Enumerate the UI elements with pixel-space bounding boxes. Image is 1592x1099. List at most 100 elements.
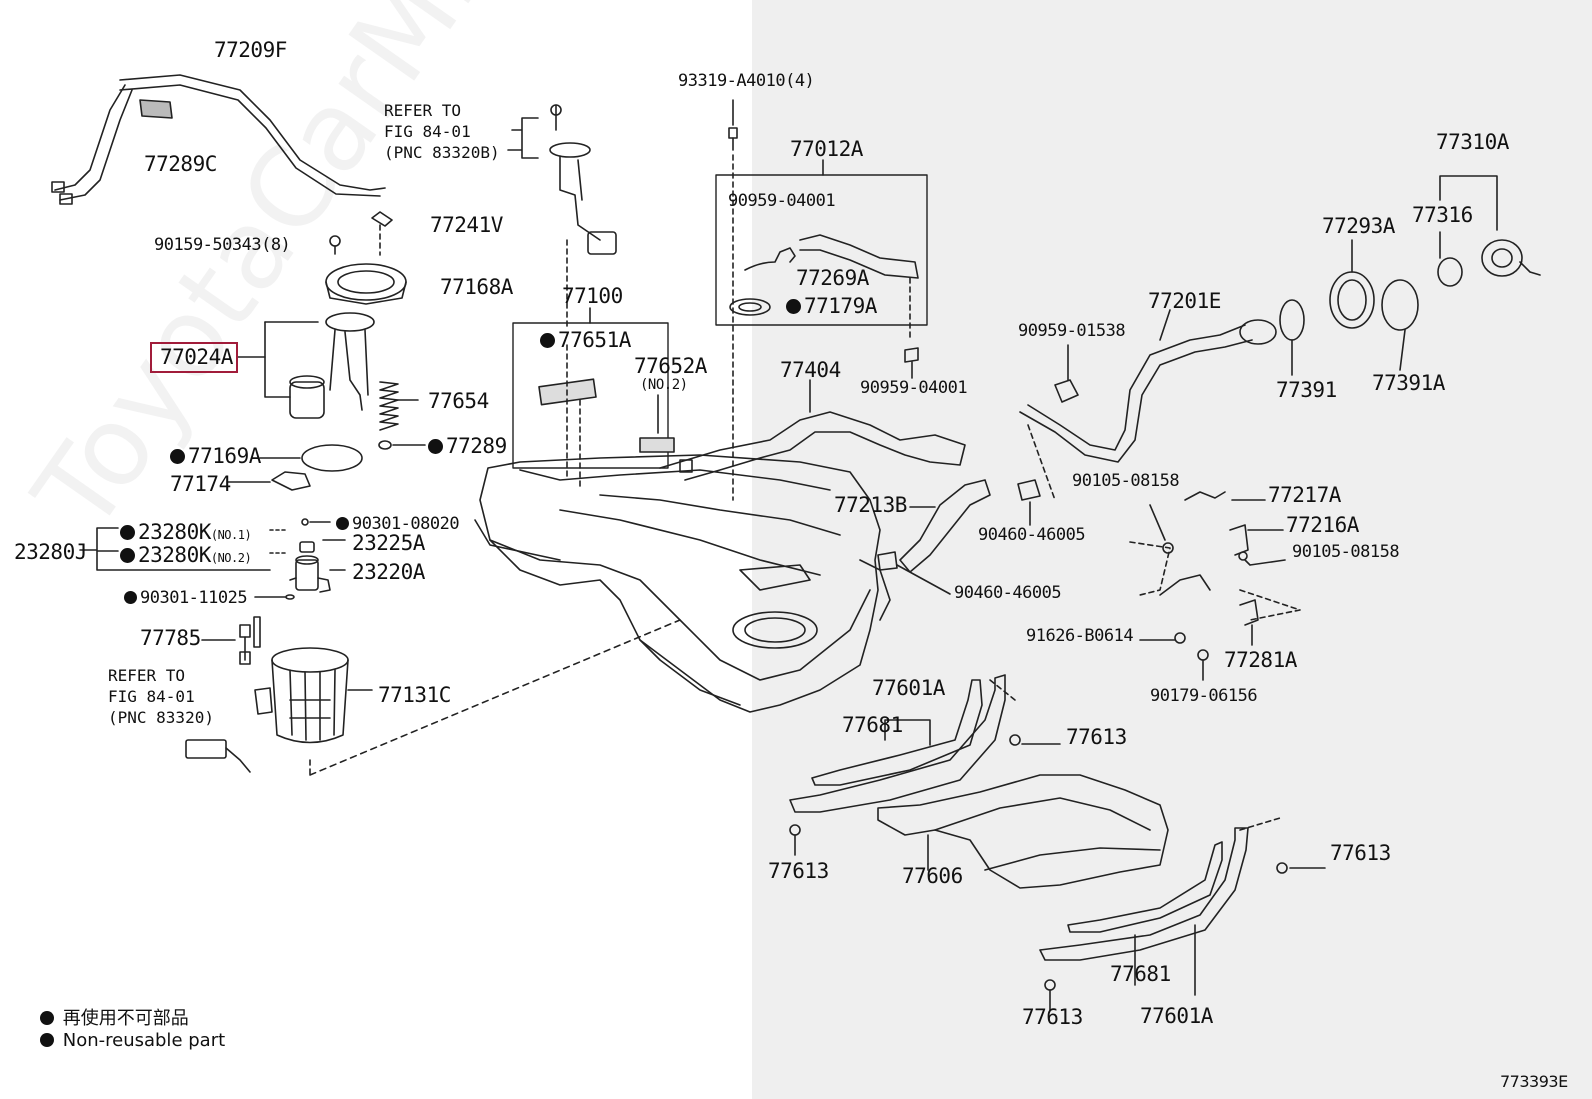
label-90959-04001-b: 90959-04001 bbox=[860, 378, 968, 398]
non-reusable-dot bbox=[540, 333, 555, 348]
hose-77213B bbox=[899, 479, 991, 573]
label-77613-b: 77613 bbox=[768, 859, 829, 883]
label-90959-04001-a: 90959-04001 bbox=[728, 191, 836, 211]
non-reusable-dot bbox=[120, 525, 135, 540]
fuel-tank-drawing bbox=[474, 454, 891, 713]
non-reusable-dot bbox=[336, 517, 349, 530]
part-77785 bbox=[239, 616, 261, 665]
non-reusable-dot bbox=[428, 439, 443, 454]
label-77681-top: 77681 bbox=[842, 713, 903, 737]
label-23280K-no1: 23280K(NO.1) bbox=[120, 522, 252, 543]
screw-90159 bbox=[329, 235, 341, 255]
pump-gauge-77024A bbox=[289, 312, 375, 419]
label-77613-a: 77613 bbox=[1066, 725, 1127, 749]
label-77293A: 77293A bbox=[1322, 214, 1395, 238]
non-reusable-dot bbox=[170, 449, 185, 464]
label-91626-B0614: 91626-B0614 bbox=[1026, 626, 1134, 646]
label-77168A: 77168A bbox=[440, 275, 513, 299]
label-90179-06156: 90179-06156 bbox=[1150, 686, 1258, 706]
label-77169A: 77169A bbox=[170, 446, 261, 467]
ring-77391A bbox=[1381, 279, 1419, 331]
bracket-77241V bbox=[371, 211, 393, 227]
bracket-77281A bbox=[1239, 599, 1259, 626]
gasket-77316 bbox=[1437, 257, 1463, 287]
label-90105-08158-a: 90105-08158 bbox=[1072, 471, 1180, 491]
pump-23220A bbox=[289, 541, 331, 593]
label-77217A: 77217A bbox=[1268, 483, 1341, 507]
refer-note-83320: REFER TO FIG 84-01 (PNC 83320) bbox=[108, 666, 214, 727]
figure-code: 773393E bbox=[1500, 1072, 1568, 1091]
legend-jp: 再使用不可部品 bbox=[40, 1004, 189, 1030]
label-90460-46005-b: 90460-46005 bbox=[954, 583, 1062, 603]
label-77654: 77654 bbox=[428, 389, 489, 413]
label-77131C: 77131C bbox=[378, 683, 451, 707]
label-77601A-top: 77601A bbox=[872, 676, 945, 700]
label-23280K-no2: 23280K(NO.2) bbox=[120, 545, 252, 566]
bracket-lower bbox=[1159, 574, 1211, 596]
label-77310A: 77310A bbox=[1436, 130, 1509, 154]
label-77179A: 77179A bbox=[786, 296, 877, 317]
label-77606: 77606 bbox=[902, 864, 963, 888]
label-23280J: 23280J bbox=[14, 540, 87, 564]
clamp-90959 bbox=[744, 247, 796, 271]
label-77601A-bottom: 77601A bbox=[1140, 1004, 1213, 1028]
label-90959-01538: 90959-01538 bbox=[1018, 321, 1126, 341]
legend-dot bbox=[40, 1011, 54, 1025]
label-77404: 77404 bbox=[780, 358, 841, 382]
label-77213B: 77213B bbox=[834, 493, 907, 517]
non-reusable-dot bbox=[124, 591, 137, 604]
label-77100: 77100 bbox=[562, 284, 623, 308]
clip-90460 bbox=[1017, 479, 1041, 501]
label-90159-50343: 90159-50343(8) bbox=[154, 235, 291, 255]
label-90301-08020: 90301-08020 bbox=[336, 516, 460, 533]
label-77391A: 77391A bbox=[1372, 371, 1445, 395]
label-77681-bottom: 77681 bbox=[1110, 962, 1171, 986]
legend-dot bbox=[40, 1033, 54, 1047]
label-77785: 77785 bbox=[140, 626, 201, 650]
label-77269A: 77269A bbox=[796, 266, 869, 290]
label-77216A: 77216A bbox=[1286, 513, 1359, 537]
label-77652A-note: (NO.2) bbox=[640, 377, 688, 393]
label-77651A: 77651A bbox=[540, 330, 631, 351]
label-77241V: 77241V bbox=[430, 213, 503, 237]
gasket-77179A bbox=[729, 298, 771, 316]
label-23220A: 23220A bbox=[352, 560, 425, 584]
label-77281A: 77281A bbox=[1224, 648, 1297, 672]
harness-77209F bbox=[51, 74, 386, 205]
cap-77310A bbox=[1481, 239, 1541, 277]
o-ring-77169A bbox=[301, 444, 363, 472]
label-77316: 77316 bbox=[1412, 203, 1473, 227]
non-reusable-dot bbox=[786, 299, 801, 314]
strap-77601A-bottom bbox=[1039, 827, 1249, 961]
spring-77654 bbox=[379, 381, 399, 431]
ring-77391 bbox=[1279, 299, 1305, 341]
label-77289C: 77289C bbox=[144, 152, 217, 176]
clip-77289 bbox=[378, 440, 392, 450]
non-reusable-dot bbox=[120, 548, 135, 563]
grommet-77293A bbox=[1329, 271, 1375, 329]
bracket-77216A bbox=[1229, 524, 1249, 556]
part-77174 bbox=[271, 471, 311, 491]
label-93319-A4010: 93319-A4010(4) bbox=[678, 71, 815, 91]
label-77289: 77289 bbox=[428, 436, 507, 457]
label-90460-46005-a: 90460-46005 bbox=[978, 525, 1086, 545]
label-90105-08158-b: 90105-08158 bbox=[1292, 542, 1400, 562]
bracket-77217A bbox=[1184, 491, 1226, 501]
label-23225A: 23225A bbox=[352, 531, 425, 555]
label-77652A: 77652A bbox=[634, 354, 707, 378]
label-77174: 77174 bbox=[170, 472, 231, 496]
label-77012A: 77012A bbox=[790, 137, 863, 161]
label-77201E: 77201E bbox=[1148, 289, 1221, 313]
strap-77601A-top bbox=[789, 674, 1006, 813]
label-77613-c: 77613 bbox=[1330, 841, 1391, 865]
legend-en: Non-reusable part bbox=[40, 1030, 225, 1051]
label-77209F: 77209F bbox=[214, 38, 287, 62]
label-77391: 77391 bbox=[1276, 378, 1337, 402]
skid-plate-77606 bbox=[877, 774, 1169, 889]
label-90301-11025: 90301-11025 bbox=[124, 590, 248, 607]
hose-77404 bbox=[659, 411, 966, 481]
filler-pipe-77201E bbox=[1019, 319, 1277, 463]
level-gauge-top bbox=[549, 142, 617, 255]
refer-note-83320B: REFER TO FIG 84-01 (PNC 83320B) bbox=[384, 101, 500, 162]
